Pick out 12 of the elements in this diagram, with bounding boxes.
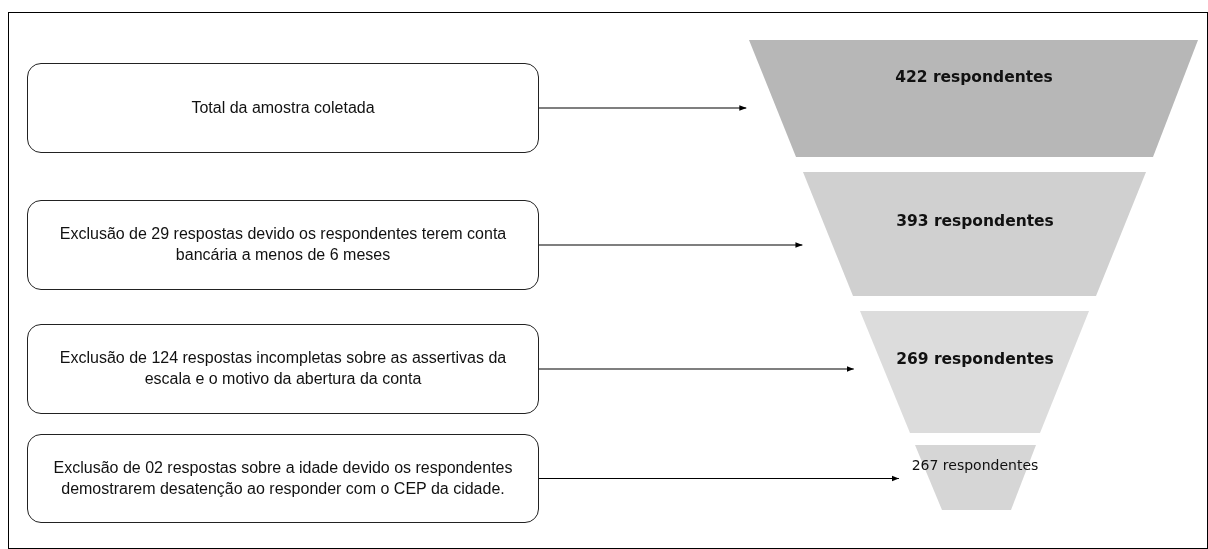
step-box: Exclusão de 29 respostas devido os respondentes terem conta bancária a menos de 6 meses [27, 200, 539, 290]
respondent-count: 269 respondentes [896, 350, 1054, 368]
respondent-count: 422 respondentes [895, 68, 1053, 86]
arrow [538, 475, 900, 482]
step-box: Exclusão de 02 respostas sobre a idade devido os respondentes demostrarem desatenção ao responder com o CEP da cidade. [27, 434, 539, 523]
respondent-count: 393 respondentes [896, 212, 1054, 230]
arrow [538, 105, 747, 111]
arrow [538, 242, 804, 248]
arrow [538, 366, 855, 372]
step-box: Exclusão de 124 respostas incompletas sobre as assertivas da escala e o motivo da abertura da conta [27, 324, 539, 414]
respondent-count: 267 respondentes [911, 457, 1039, 473]
step-box: Total da amostra coletada [27, 63, 539, 153]
